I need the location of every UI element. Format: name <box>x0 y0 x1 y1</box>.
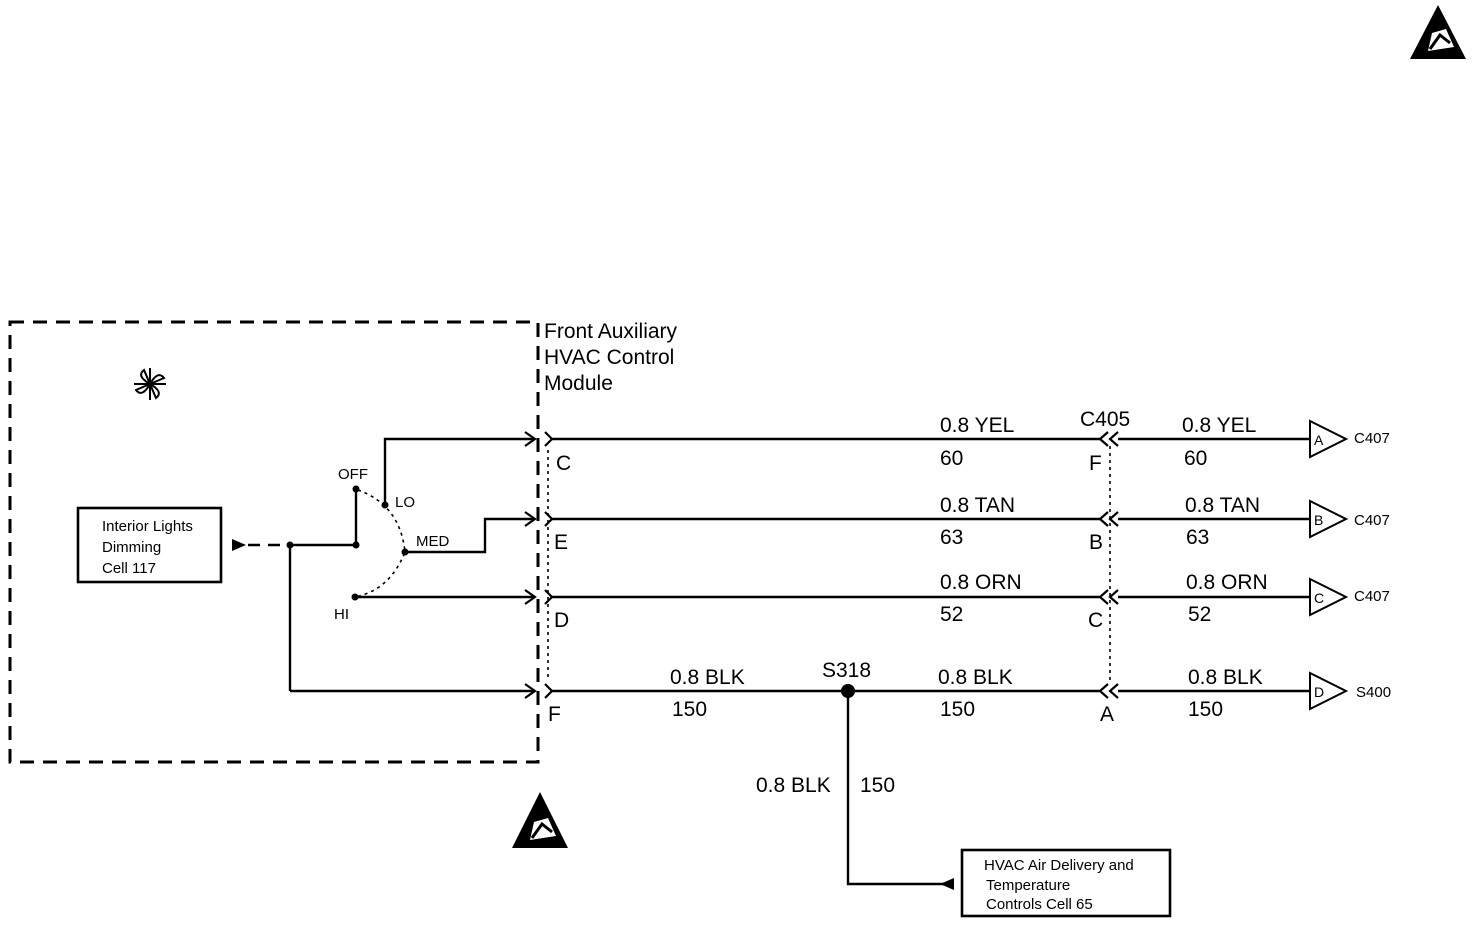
pin-left-c: C <box>556 452 571 475</box>
dimming-arrow <box>232 539 246 551</box>
circuit-num-52-right: 52 <box>1188 603 1211 626</box>
med-wire <box>405 517 535 554</box>
dest-label-c407-c: C407 <box>1354 588 1390 605</box>
pin-left-f: F <box>548 703 561 726</box>
dest-label-c407-b: C407 <box>1354 512 1390 529</box>
pin-right-f: F <box>1089 452 1102 475</box>
esd-warning-icon <box>512 792 568 848</box>
switch-label-hi: HI <box>334 606 349 623</box>
circuit-num-60: 60 <box>940 447 963 470</box>
hvac-box <box>960 848 1172 918</box>
lo-wire <box>383 437 535 505</box>
dimming-box <box>76 506 223 584</box>
dimming-box-line-2: Dimming <box>102 539 161 556</box>
module-title-line-2: HVAC Control <box>544 346 674 369</box>
wire-label-blk-right: 0.8 BLK <box>1188 666 1263 689</box>
junction-dot <box>286 541 294 549</box>
fan-icon <box>134 368 166 400</box>
svg-text:A: A <box>1314 432 1324 448</box>
dimming-box-line-3: Cell 117 <box>102 560 156 577</box>
pin-right-c: C <box>1088 609 1103 632</box>
wire-label-tan: 0.8 TAN <box>940 494 1015 517</box>
wire-label-orn: 0.8 ORN <box>940 571 1022 594</box>
switch-wiring <box>290 489 358 547</box>
wire-label-yel: 0.8 YEL <box>940 414 1014 437</box>
hvac-box-line-2: Temperature <box>986 877 1070 894</box>
module-boundary <box>8 320 540 764</box>
splice-drop-wire <box>846 691 944 886</box>
svg-text:D: D <box>1314 684 1324 700</box>
wire-label-orn-right: 0.8 ORN <box>1186 571 1268 594</box>
splice-label: S318 <box>822 659 871 682</box>
switch-label-med: MED <box>416 533 450 550</box>
pin-left-d: D <box>554 609 569 632</box>
dest-label-s400: S400 <box>1356 684 1391 701</box>
circuit-num-60-right: 60 <box>1184 447 1207 470</box>
pin-right-b: B <box>1089 531 1103 554</box>
c405-connector-arrows <box>1098 431 1119 699</box>
dest-tag-b: B <box>1309 499 1349 539</box>
switch-label-off: OFF <box>338 466 368 483</box>
module-title-line-3: Module <box>544 372 613 395</box>
wire-label-tan-right: 0.8 TAN <box>1185 494 1260 517</box>
circuit-num-63: 63 <box>940 526 963 549</box>
hvac-box-line-3: Controls Cell 65 <box>986 896 1093 913</box>
esd-warning-icon <box>1410 5 1466 59</box>
circuit-num-150: 150 <box>940 698 975 721</box>
hvac-box-line-1: HVAC Air Delivery and <box>984 857 1134 874</box>
circuit-num-150-seg1: 150 <box>672 698 707 721</box>
circuit-num-150-right: 150 <box>1188 698 1223 721</box>
hvac-arrow <box>940 878 954 890</box>
drop-wire-num: 150 <box>860 774 895 797</box>
c405-label: C405 <box>1080 408 1130 431</box>
wire-label-blk: 0.8 BLK <box>938 666 1013 689</box>
dest-tag-c: C <box>1309 577 1349 617</box>
svg-text:C: C <box>1314 590 1324 606</box>
module-title-line-1: Front Auxiliary <box>544 320 678 343</box>
drop-wire-label: 0.8 BLK <box>756 774 831 797</box>
svg-text:B: B <box>1314 512 1323 528</box>
pin-right-a: A <box>1100 703 1114 726</box>
switch-pivot <box>352 541 360 549</box>
circuit-num-63-right: 63 <box>1186 526 1209 549</box>
circuit-num-52: 52 <box>940 603 963 626</box>
pin-left-e: E <box>554 531 568 554</box>
wire-label-blk-seg1: 0.8 BLK <box>670 666 745 689</box>
dimming-box-line-1: Interior Lights <box>102 518 193 535</box>
dest-label-c407-a: C407 <box>1354 430 1390 447</box>
switch-arc <box>354 489 406 598</box>
dest-tag-a: A <box>1309 419 1349 459</box>
dest-tag-d: D <box>1309 671 1349 711</box>
switch-off-contact <box>352 485 360 493</box>
wire-label-yel-right: 0.8 YEL <box>1182 414 1256 437</box>
switch-label-lo: LO <box>395 494 415 511</box>
